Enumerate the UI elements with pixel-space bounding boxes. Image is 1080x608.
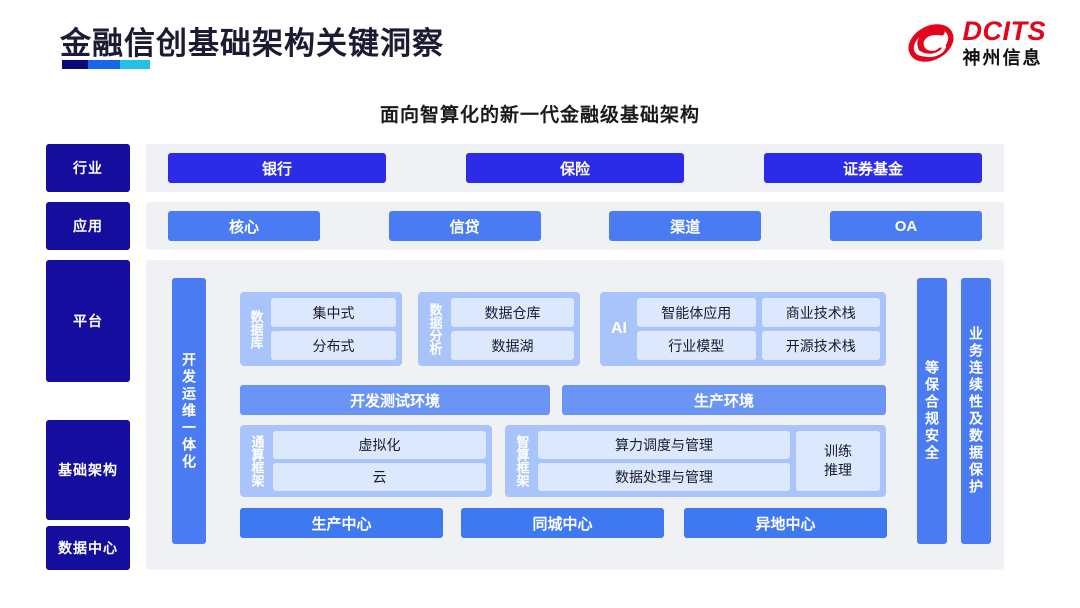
rail-label-application: 应用 — [46, 202, 130, 250]
diagram-subtitle: 面向智算化的新一代金融级基础架构 — [379, 105, 700, 126]
rule-segment-navy — [62, 60, 88, 69]
training-label: 训练 — [824, 443, 852, 460]
rule-segment-cyan — [120, 60, 150, 69]
datacenter-metro[interactable]: 同城中心 — [461, 508, 664, 538]
group-body-database: 集中式 分布式 — [271, 298, 396, 360]
cell-industry-model[interactable]: 行业模型 — [637, 331, 756, 360]
group-label-database: 数据库 — [248, 309, 264, 349]
application-chip-core[interactable]: 核心 — [168, 211, 320, 241]
group-body-data-analysis: 数据仓库 数据湖 — [451, 298, 574, 360]
ai-column-left: 智能体应用 行业模型 — [637, 298, 756, 360]
group-body-ai: 智能体应用 行业模型 商业技术栈 开源技术栈 — [637, 298, 880, 360]
ai-column-right: 商业技术栈 开源技术栈 — [761, 298, 880, 360]
industry-chip-insurance[interactable]: 保险 — [466, 153, 684, 183]
application-row: 核心 信贷 渠道 OA — [168, 211, 982, 241]
cell-compute-scheduling[interactable]: 算力调度与管理 — [538, 431, 790, 459]
logo-wordmark: DCITS 神州信息 — [962, 16, 1047, 68]
cell-commercial-stack[interactable]: 商业技术栈 — [761, 298, 880, 327]
group-ai[interactable]: AI 智能体应用 行业模型 商业技术栈 开源技术栈 — [600, 292, 886, 366]
cell-cloud[interactable]: 云 — [273, 463, 486, 491]
group-general-compute-framework[interactable]: 通算框架 虚拟化 云 — [240, 425, 492, 497]
industry-chip-securities-fund[interactable]: 证券基金 — [764, 153, 982, 183]
page-header: 金融信创基础架构关键洞察 DCITS 神州信息 — [0, 0, 1080, 90]
cell-agent-application[interactable]: 智能体应用 — [637, 298, 756, 327]
cell-opensource-stack[interactable]: 开源技术栈 — [761, 331, 880, 360]
rail-label-datacenter: 数据中心 — [46, 526, 130, 570]
title-underline-rule — [62, 60, 150, 69]
group-database[interactable]: 数据库 集中式 分布式 — [240, 292, 402, 366]
cell-training-inference[interactable]: 训练 推理 — [796, 431, 880, 491]
industry-chip-bank[interactable]: 银行 — [168, 153, 386, 183]
logo-cn-text: 神州信息 — [962, 48, 1043, 68]
application-chip-channel[interactable]: 渠道 — [609, 211, 762, 241]
application-chip-credit[interactable]: 信贷 — [388, 211, 541, 241]
cell-data-warehouse[interactable]: 数据仓库 — [451, 298, 574, 327]
brand-logo: DCITS 神州信息 — [907, 18, 1047, 67]
cell-distributed[interactable]: 分布式 — [271, 331, 396, 360]
vbar-devops[interactable]: 开发运维一体化 — [172, 278, 206, 544]
datacenter-remote[interactable]: 异地中心 — [684, 508, 887, 538]
group-intelligent-compute-framework[interactable]: 智算框架 算力调度与管理 数据处理与管理 训练 推理 — [505, 425, 886, 497]
cell-data-lake[interactable]: 数据湖 — [451, 331, 574, 360]
rail-label-industry: 行业 — [46, 144, 130, 192]
rail-label-platform: 平台 — [46, 260, 130, 382]
cell-data-processing[interactable]: 数据处理与管理 — [538, 463, 790, 491]
group-label-ai: AI — [611, 320, 627, 337]
application-chip-oa[interactable]: OA — [829, 211, 982, 241]
rail-label-infrastructure: 基础架构 — [46, 420, 130, 520]
logo-en-text: DCITS — [962, 16, 1046, 46]
group-body-intelligent-compute: 算力调度与管理 数据处理与管理 — [538, 431, 790, 491]
group-label-intelligent-compute-framework: 智算框架 — [514, 435, 530, 487]
group-label-data-analysis: 数据分析 — [427, 303, 443, 355]
group-data-analysis[interactable]: 数据分析 数据仓库 数据湖 — [418, 292, 580, 366]
env-bar-production[interactable]: 生产环境 — [562, 385, 886, 415]
datacenter-production[interactable]: 生产中心 — [240, 508, 443, 538]
cell-centralized[interactable]: 集中式 — [271, 298, 396, 327]
env-bar-dev-test[interactable]: 开发测试环境 — [240, 385, 550, 415]
vbar-continuity[interactable]: 业务连续性及数据保护 — [961, 278, 991, 544]
group-label-general-compute-framework: 通算框架 — [249, 435, 265, 487]
rule-segment-blue — [88, 60, 120, 69]
industry-row: 银行 保险 证券基金 — [168, 153, 982, 183]
group-body-general-compute: 虚拟化 云 — [273, 431, 486, 491]
dcits-swirl-logo-icon — [908, 23, 953, 62]
vbar-security[interactable]: 等保合规安全 — [917, 278, 947, 544]
page-title: 金融信创基础架构关键洞察 — [60, 26, 444, 61]
cell-virtualization[interactable]: 虚拟化 — [273, 431, 486, 459]
inference-label: 推理 — [824, 462, 852, 478]
